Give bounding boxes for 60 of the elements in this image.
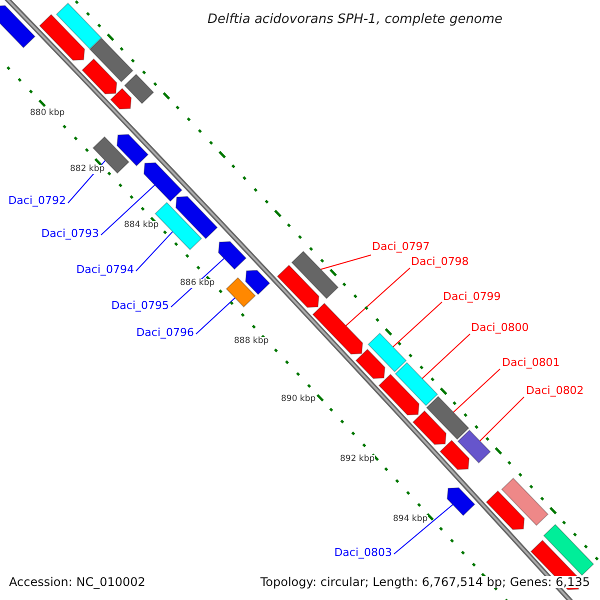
gene-block xyxy=(543,524,594,576)
scale-label: 890 kbp xyxy=(281,395,316,404)
gene-block xyxy=(291,250,339,300)
gene-block xyxy=(394,362,438,406)
gene-label: Daci_0796 xyxy=(136,327,194,338)
gene-label: Daci_0801 xyxy=(502,357,560,368)
gene-block xyxy=(501,478,549,526)
scale-label: 884 kbp xyxy=(124,221,159,230)
gene-label: Daci_0798 xyxy=(411,256,469,267)
leader-line xyxy=(136,231,174,272)
gene-feature xyxy=(0,5,36,48)
gene-label: Daci_0802 xyxy=(526,385,584,396)
scale-label: 880 kbp xyxy=(30,109,65,118)
gene-label: Daci_0800 xyxy=(471,322,529,333)
leader-line xyxy=(100,184,156,236)
gene-label: Daci_0792 xyxy=(8,195,66,206)
leader-line xyxy=(392,302,442,348)
gene-label: Daci_0799 xyxy=(443,291,501,302)
leader-line xyxy=(479,396,524,442)
gene-feature xyxy=(245,270,270,296)
gene-block xyxy=(368,332,407,372)
gene-feature xyxy=(276,264,320,308)
gene-block xyxy=(457,429,491,464)
gene-feature xyxy=(446,487,476,516)
leader-line xyxy=(452,368,500,413)
leader-line xyxy=(196,297,236,334)
genome-summary: Topology: circular; Length: 6,767,514 bp; Genes: 6,135 xyxy=(260,576,590,588)
scale-label: 886 kbp xyxy=(180,279,215,288)
gene-feature xyxy=(175,196,218,240)
gene-block xyxy=(426,396,470,440)
gene-feature xyxy=(38,14,86,61)
gene-label: Daci_0795 xyxy=(111,300,169,311)
leader-line xyxy=(394,504,454,554)
gene-feature xyxy=(355,348,386,379)
gene-feature xyxy=(412,410,447,445)
scale-label: 894 kbp xyxy=(393,515,428,524)
gene-feature xyxy=(486,490,525,530)
gene-feature xyxy=(116,134,149,166)
gene-label: Daci_0794 xyxy=(76,264,134,275)
gene-feature xyxy=(143,162,183,202)
scale-label: 882 kbp xyxy=(70,165,105,174)
gene-label: Daci_0797 xyxy=(372,241,430,252)
gene-feature xyxy=(218,241,247,270)
gene-feature xyxy=(82,58,118,94)
leader-line xyxy=(422,334,470,379)
gene-label: Daci_0803 xyxy=(334,547,392,558)
gene-feature xyxy=(312,302,364,355)
gene-label: Daci_0793 xyxy=(41,228,99,239)
gene-feature xyxy=(110,88,132,110)
leader-line xyxy=(345,268,410,326)
leader-line xyxy=(320,254,372,270)
diagram-title: Delftia acidovorans SPH-1, complete genome xyxy=(207,13,503,26)
gene-block xyxy=(124,74,154,104)
accession-text: Accession: NC_010002 xyxy=(9,576,146,588)
gene-block xyxy=(56,2,102,50)
gene-block xyxy=(89,38,134,82)
scale-label: 888 kbp xyxy=(234,337,269,346)
gene-feature xyxy=(378,374,420,416)
gene-block xyxy=(226,277,256,308)
scale-label: 892 kbp xyxy=(340,455,375,464)
